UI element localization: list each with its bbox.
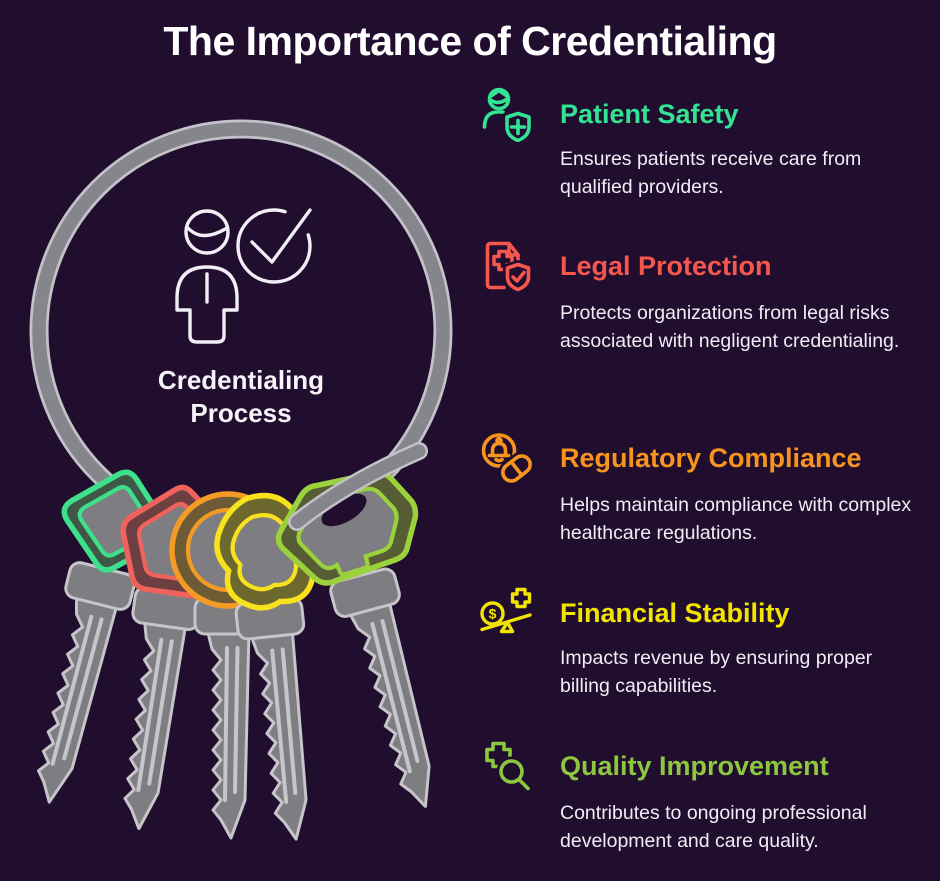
feature-financial-stability: $ Financial Stability Impacts revenue by…	[478, 585, 908, 697]
feature-description: Helps maintain compliance with complex h…	[560, 494, 912, 544]
bell-circle-pill-icon	[481, 433, 534, 486]
feature-quality-improvement: Quality Improvement Contributes to ongoi…	[478, 738, 908, 852]
feature-description: Contributes to ongoing professional deve…	[560, 802, 867, 852]
medical-cross-magnifier-icon	[485, 741, 530, 791]
person-check-icon	[175, 208, 312, 344]
feature-legal-protection: Legal Protection Protects organizations …	[478, 238, 908, 352]
page-title: The Importance of Credentialing	[163, 18, 777, 64]
svg-text:$: $	[489, 606, 497, 622]
feature-title: Regulatory Compliance	[560, 442, 862, 473]
keyring-ring-overlap	[288, 442, 428, 531]
feature-patient-safety: Patient Safety Ensures patients receive …	[478, 86, 908, 198]
feature-title: Financial Stability	[560, 597, 790, 628]
medical-document-shield-check-icon	[485, 241, 533, 294]
clinician-shield-plus-icon	[482, 87, 534, 142]
feature-regulatory-compliance: Regulatory Compliance Helps maintain com…	[478, 430, 911, 544]
feature-title: Patient Safety	[560, 98, 739, 129]
feature-title: Quality Improvement	[560, 750, 829, 781]
dollar-balance-cross-icon: $	[480, 587, 532, 634]
feature-title: Legal Protection	[560, 250, 772, 281]
feature-description: Impacts revenue by ensuring proper billi…	[560, 647, 873, 697]
keyring-label: Credentialing Process	[157, 365, 325, 428]
feature-description: Protects organizations from legal risks …	[560, 302, 900, 352]
feature-description: Ensures patients receive care from quali…	[560, 148, 862, 198]
keyring-illustration	[12, 119, 457, 845]
